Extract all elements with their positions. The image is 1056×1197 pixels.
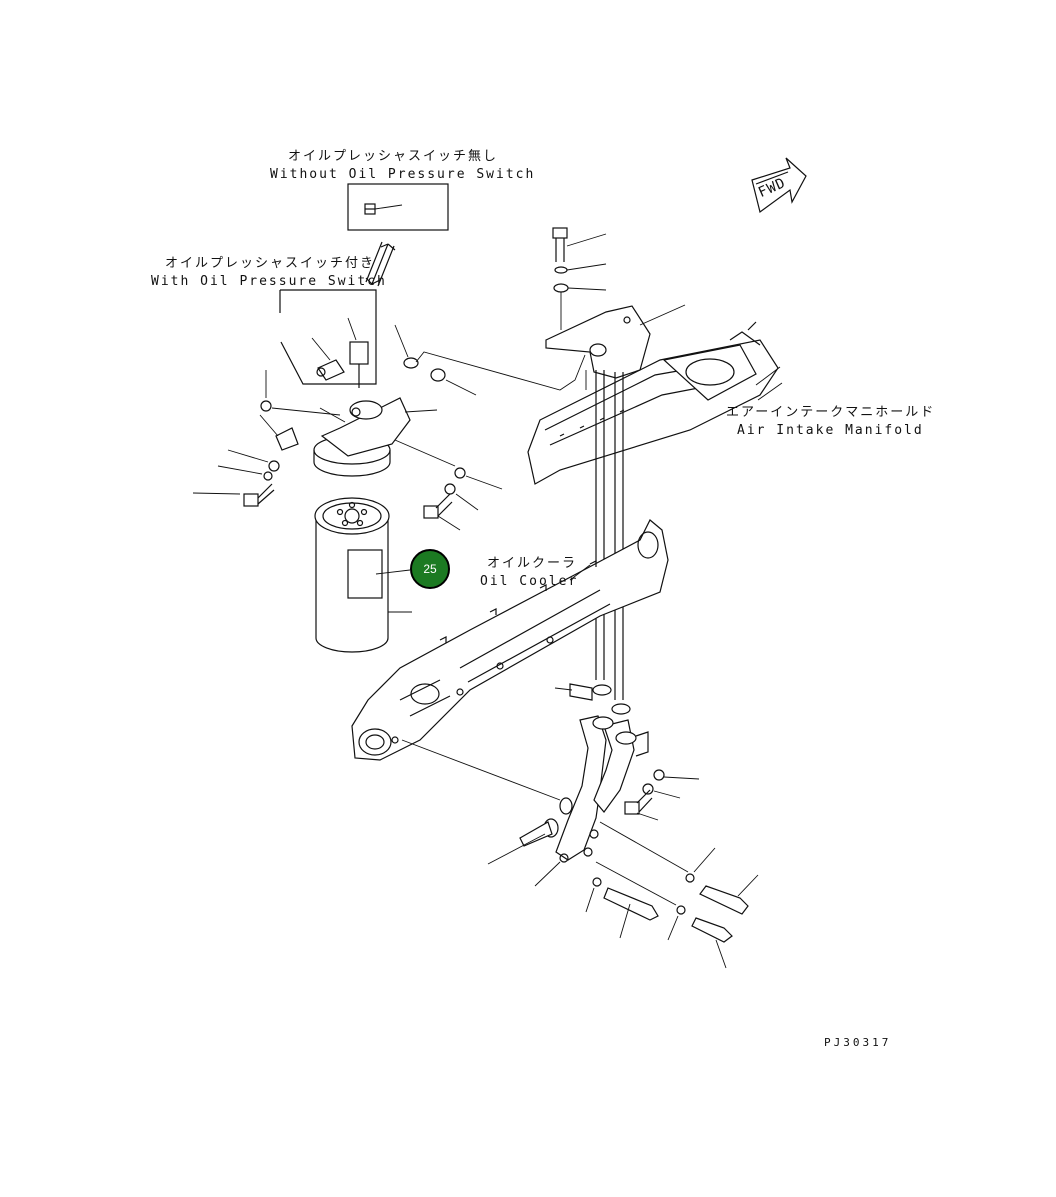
bolts-lower-right	[585, 769, 759, 969]
oil-cooler	[351, 519, 669, 761]
drawing-reference: PJ30317	[824, 1036, 892, 1049]
with-switch-label-jp: オイルプレッシャスイッチ付き	[165, 256, 376, 271]
air-intake-label-jp: エアーインテークマニホールド	[726, 405, 936, 420]
lower-gaskets	[401, 739, 573, 887]
pressure-switch	[311, 317, 369, 388]
bolts-left	[192, 370, 341, 507]
bolts-right	[394, 439, 503, 531]
with-switch-bracket	[279, 289, 377, 385]
without-switch-label-jp: オイルプレッシャスイッチ無し	[288, 149, 499, 164]
double-arrow-icon	[365, 241, 396, 287]
o-ring-upper	[394, 324, 586, 396]
oil-cooler-label-en: Oil Cooler	[480, 574, 579, 589]
plug-icon	[364, 203, 403, 215]
oil-pipes	[554, 370, 631, 715]
part-callout-badge[interactable]: 25	[410, 549, 450, 589]
oil-cooler-label-jp: オイルクーラ	[487, 556, 578, 571]
fwd-arrow-icon	[751, 157, 807, 214]
top-bolt-stack	[552, 227, 607, 330]
without-switch-box	[347, 183, 449, 231]
with-switch-label-en: With Oil Pressure Switch	[151, 274, 387, 289]
filter-head	[313, 397, 438, 477]
air-intake-manifold	[527, 321, 783, 485]
pipe-assembly-lower	[555, 715, 649, 863]
air-intake-label-en: Air Intake Manifold	[737, 423, 924, 438]
oil-filter-cartridge	[314, 497, 412, 653]
without-switch-label-en: Without Oil Pressure Switch	[270, 167, 536, 182]
manifold-bracket	[545, 304, 686, 390]
